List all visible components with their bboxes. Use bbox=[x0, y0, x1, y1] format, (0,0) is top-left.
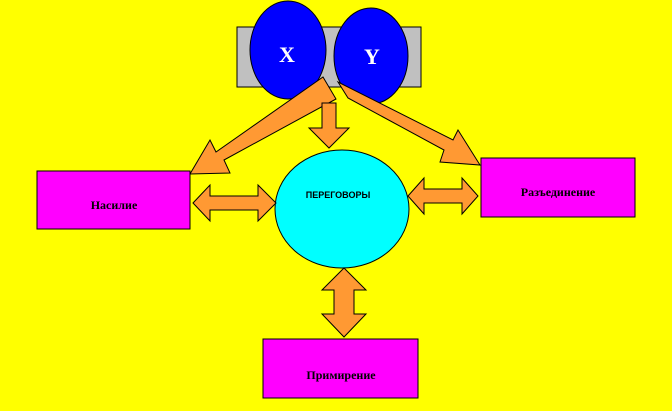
box-reconciliation bbox=[262, 338, 419, 399]
party-x-ellipse bbox=[249, 0, 327, 100]
box-separation bbox=[480, 157, 636, 218]
box-violence bbox=[36, 170, 191, 230]
box-violence-label: Насилие bbox=[91, 198, 138, 212]
arrow-to-negotiations bbox=[307, 102, 351, 149]
party-y-label: Y bbox=[364, 44, 380, 69]
arrow-to-violence bbox=[189, 76, 337, 175]
double-arrow-reconciliation bbox=[320, 267, 368, 338]
double-arrow-violence bbox=[192, 183, 277, 223]
negotiations-circle bbox=[274, 149, 410, 269]
party-x-label: X bbox=[279, 42, 295, 67]
arrow-to-separation bbox=[336, 80, 481, 166]
double-arrow-separation bbox=[407, 176, 479, 216]
box-reconciliation-label: Примирение bbox=[306, 368, 376, 382]
negotiations-label: ПЕРЕГОВОРЫ bbox=[306, 190, 371, 200]
box-separation-label: Разъединение bbox=[521, 185, 596, 199]
